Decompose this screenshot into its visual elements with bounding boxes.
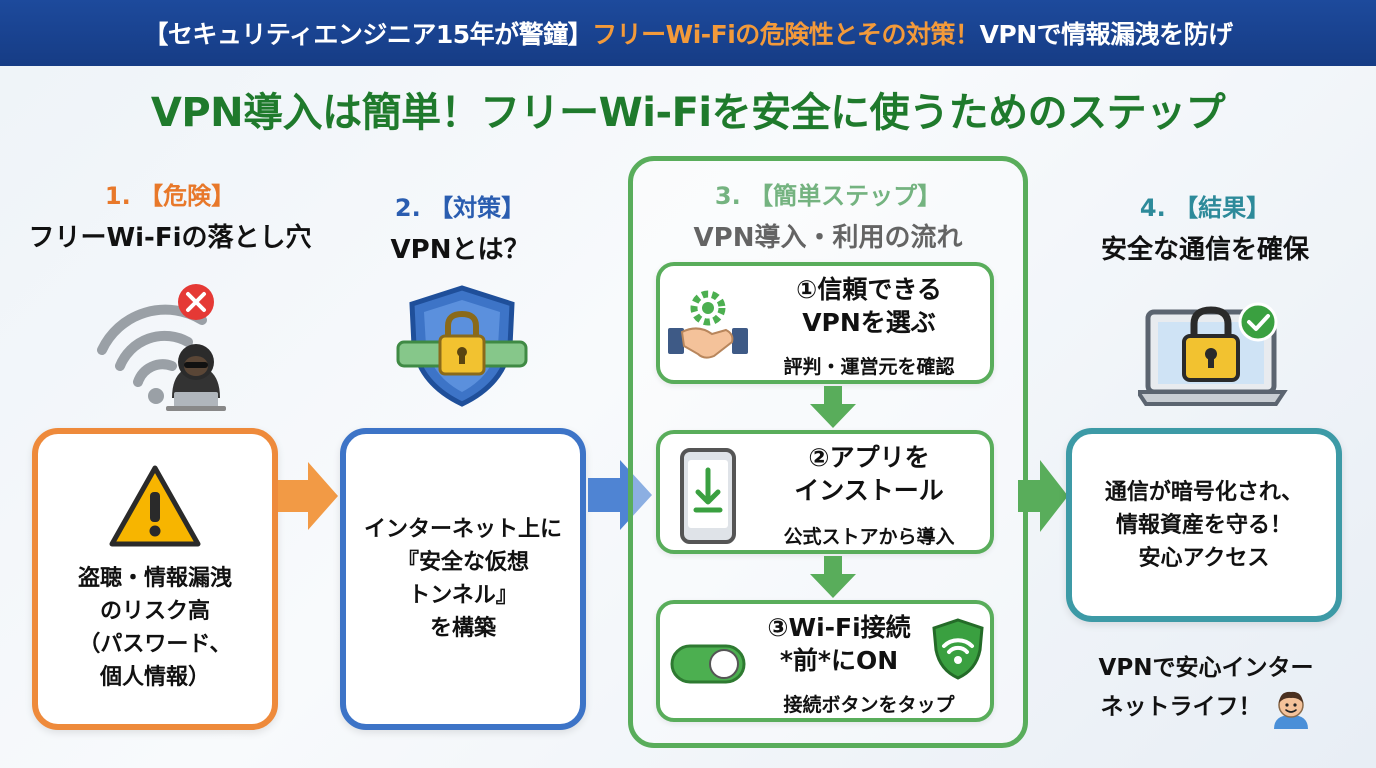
danger-card: 盗聴・情報漏洩 のリスク高 （パスワード、 個人情報） bbox=[32, 428, 278, 730]
banner-part2: フリーWi-Fiの危険性とその対策！ bbox=[592, 20, 980, 49]
step-2-note: 公式ストアから導入 bbox=[783, 526, 955, 548]
footer-message: VPNで安心インター ネットライフ！ bbox=[1066, 650, 1346, 729]
countermeasure-card-text: インターネット上に 『安全な仮想 トンネル』 を構築 bbox=[363, 517, 562, 641]
column-4-number: 4. 【結果】 bbox=[1139, 194, 1271, 222]
footer-line-2: ネットライフ！ bbox=[1066, 687, 1346, 729]
footer-line-1: VPNで安心インター bbox=[1098, 655, 1314, 681]
flow-arrow-orange bbox=[278, 462, 338, 530]
smiley-user-icon bbox=[1273, 691, 1308, 729]
flow-arrow-green bbox=[1018, 460, 1068, 532]
main-title: VPN導入は簡単！フリーWi-Fiを安全に使うためのステップ bbox=[150, 90, 1226, 136]
step-2-title: ②アプリを インストール bbox=[794, 443, 944, 505]
hacker-icon bbox=[166, 344, 226, 411]
footer-line-2-text: ネットライフ！ bbox=[1100, 694, 1262, 721]
shield-lock-icon bbox=[396, 285, 528, 407]
step-arrow-2 bbox=[810, 556, 856, 598]
column-1-header: 1. 【危険】 フリーWi-Fiの落とし穴 bbox=[0, 176, 340, 254]
handshake-gear-icon bbox=[668, 290, 748, 359]
column-3-subtitle: VPN導入・利用の流れ bbox=[693, 223, 963, 253]
step-1-note: 評判・運営元を確認 bbox=[783, 356, 955, 378]
step-1-title: ①信頼できる VPNを選ぶ bbox=[796, 275, 942, 337]
warning-icon bbox=[109, 465, 201, 547]
column-2-subtitle: VPNとは？ bbox=[390, 235, 530, 265]
result-card-text: 通信が暗号化され、 情報資産を守る！ 安心アクセス bbox=[1104, 479, 1304, 571]
countermeasure-card: インターネット上に 『安全な仮想 トンネル』 を構築 bbox=[340, 428, 586, 730]
column-1-number: 1. 【危険】 bbox=[104, 182, 236, 210]
step-3-note: 接続ボタンをタップ bbox=[783, 694, 955, 716]
header-banner: 【セキュリティエンジニア15年が警鐘】 フリーWi-Fiの危険性とその対策！ V… bbox=[0, 0, 1376, 66]
result-card: 通信が暗号化され、 情報資産を守る！ 安心アクセス bbox=[1066, 428, 1342, 622]
column-1-subtitle: フリーWi-Fiの落とし穴 bbox=[28, 223, 312, 253]
column-4-subtitle: 安全な通信を確保 bbox=[1100, 235, 1309, 265]
step-3-card: ③Wi-Fi接続 *前*にON 接続ボタンをタップ bbox=[656, 600, 994, 722]
banner-part3: VPNで情報漏洩を防げ bbox=[979, 20, 1234, 49]
column-2-number: 2. 【対策】 bbox=[394, 194, 526, 222]
column-3-header: 3. 【簡単ステップ】 VPN導入・利用の流れ bbox=[628, 176, 1028, 254]
phone-download-icon bbox=[680, 448, 736, 544]
wifi-danger-icon bbox=[97, 284, 214, 404]
step-2-card: ②アプリを インストール 公式ストアから導入 bbox=[656, 430, 994, 554]
step-3-title: ③Wi-Fi接続 *前*にON bbox=[767, 613, 911, 675]
flow-arrow-blue bbox=[588, 460, 652, 530]
column-4-header: 4. 【結果】 安全な通信を確保 bbox=[1060, 188, 1350, 266]
step-1-card: ①信頼できる VPNを選ぶ 評判・運営元を確認 bbox=[656, 262, 994, 384]
toggle-switch-icon bbox=[670, 644, 746, 684]
column-2-header: 2. 【対策】 VPNとは？ bbox=[340, 188, 580, 266]
column-3-number: 3. 【簡単ステップ】 bbox=[714, 182, 942, 210]
banner-part1: 【セキュリティエンジニア15年が警鐘】 bbox=[143, 20, 593, 49]
step-arrow-1 bbox=[810, 386, 856, 428]
laptop-lock-icon bbox=[1138, 302, 1288, 406]
danger-card-text: 盗聴・情報漏洩 のリスク高 （パスワード、 個人情報） bbox=[77, 566, 232, 690]
shield-wifi-icon bbox=[932, 618, 984, 680]
